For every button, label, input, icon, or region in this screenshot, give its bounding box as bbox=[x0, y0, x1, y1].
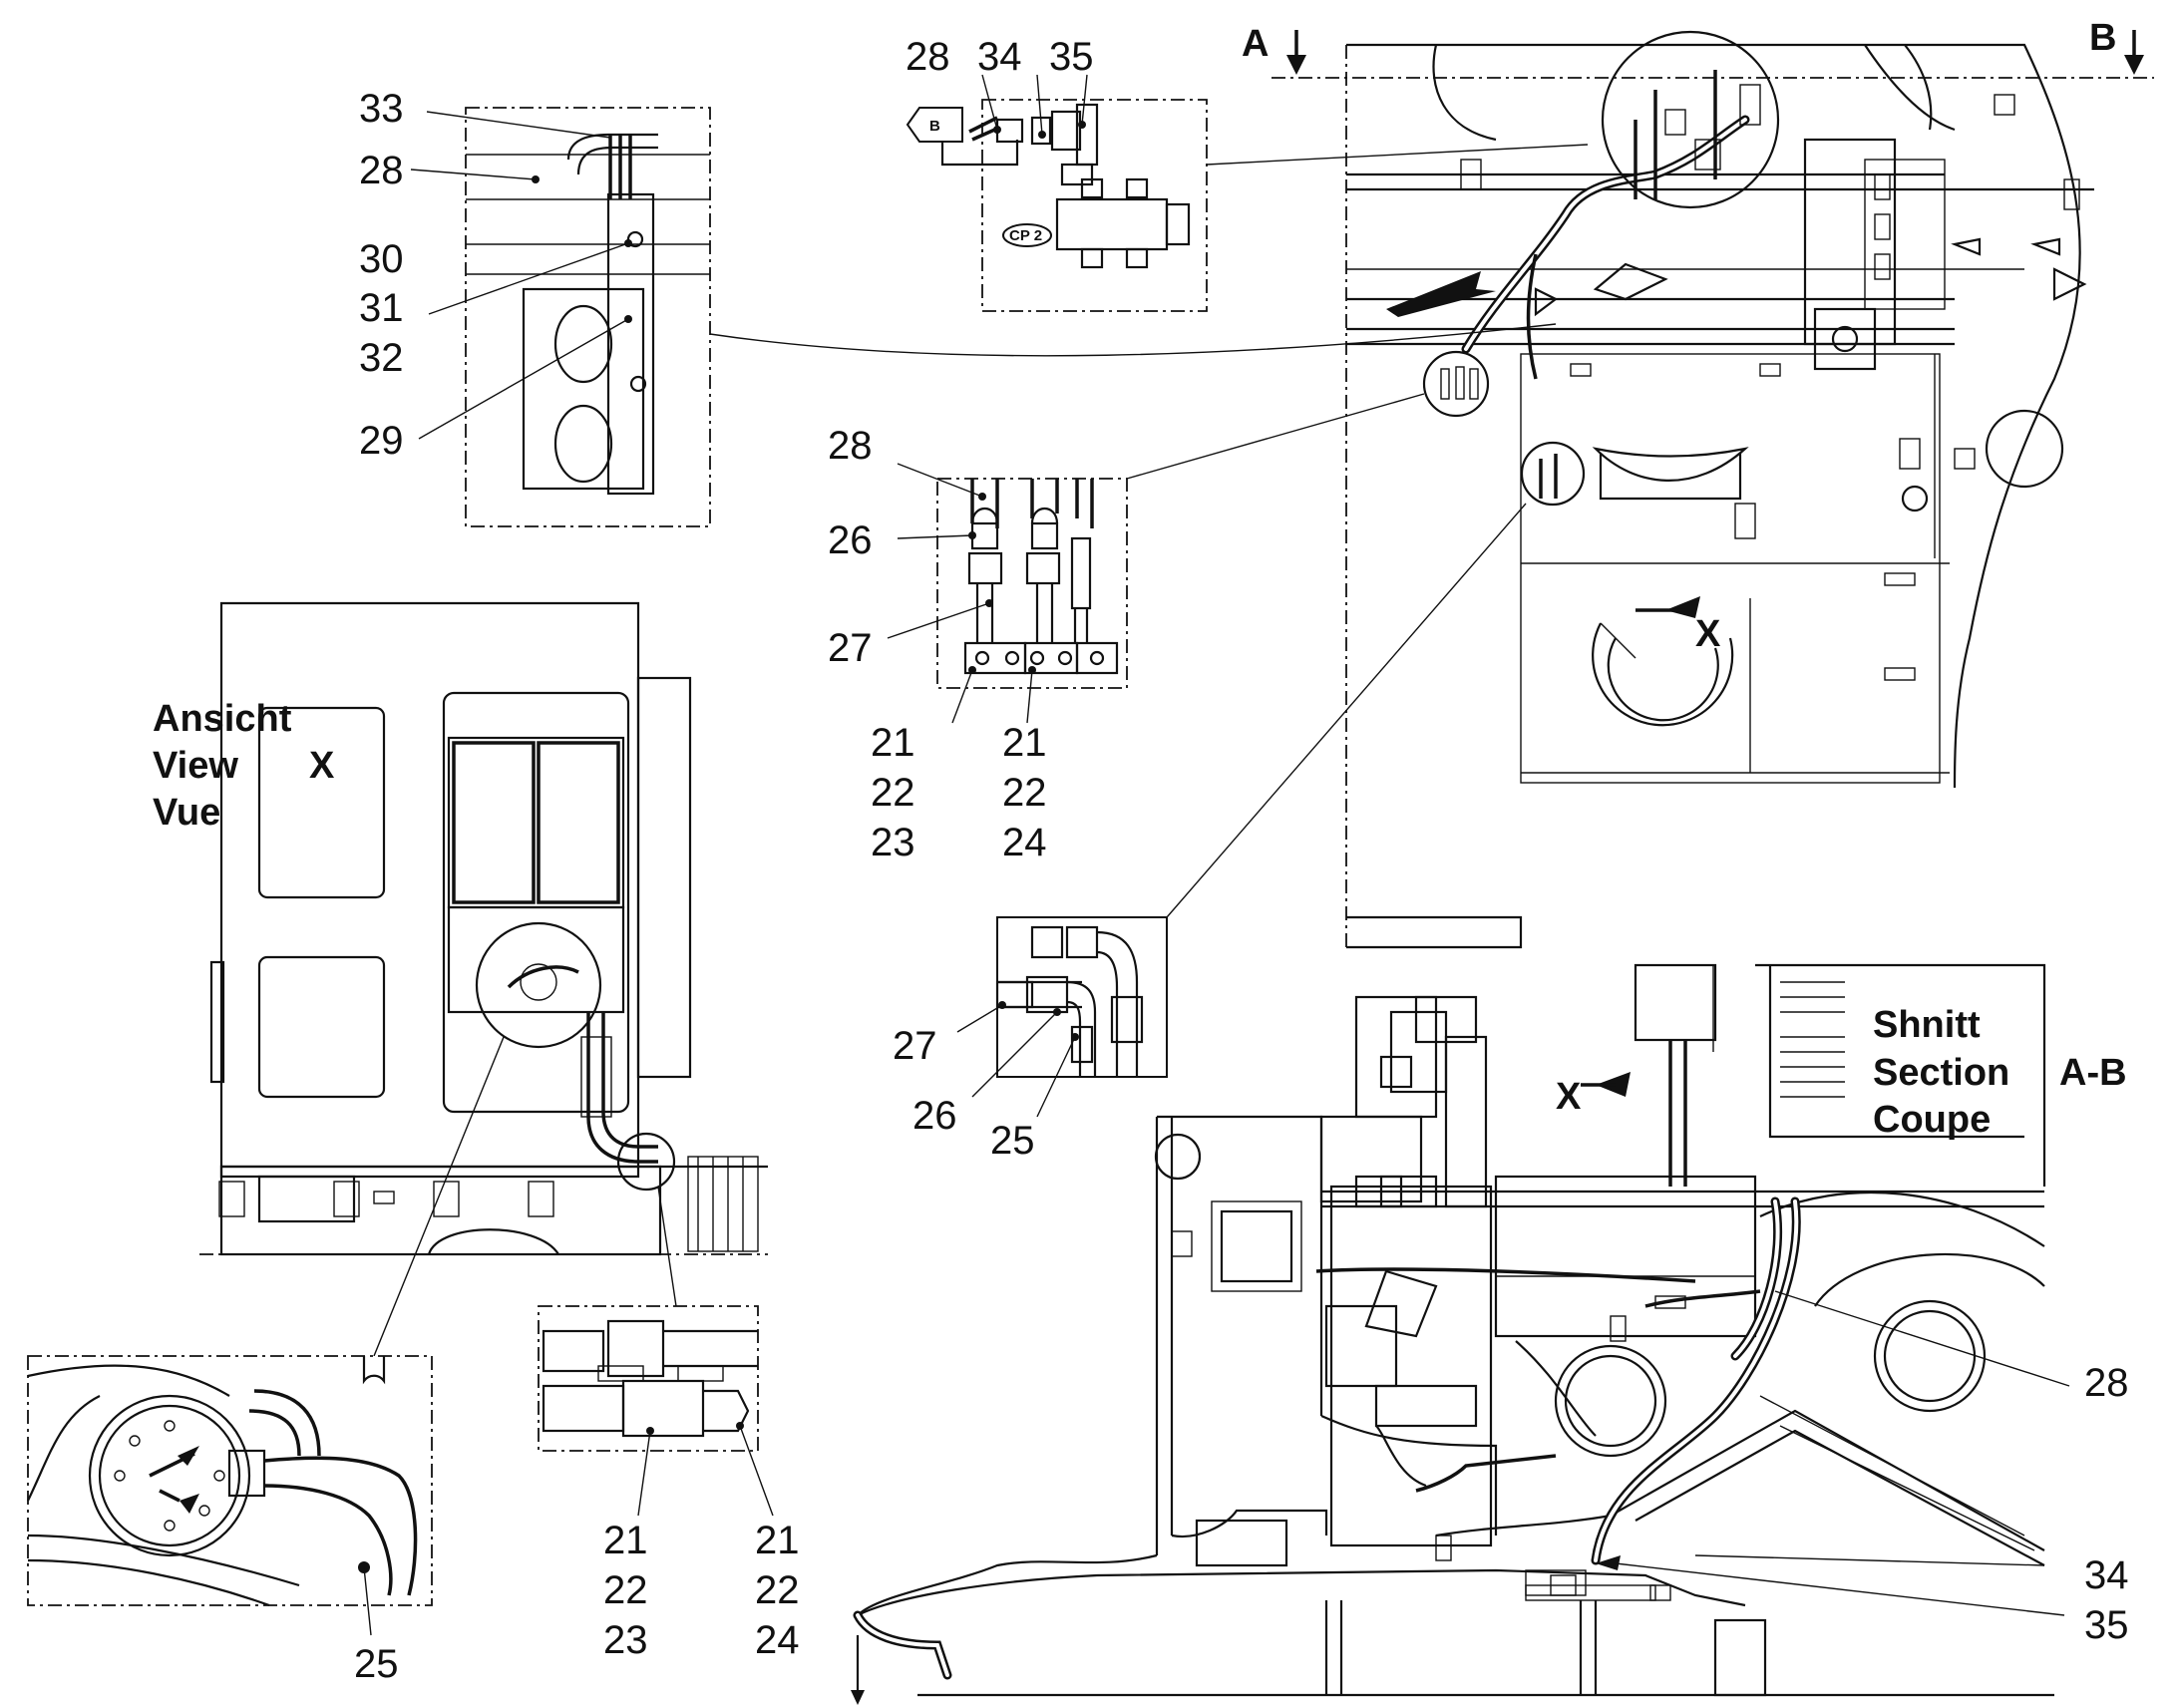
upper-right-machine-view: X bbox=[1272, 30, 2154, 949]
section-x-marker: X bbox=[1556, 1076, 1582, 1118]
detail-bottom-middle bbox=[538, 1305, 774, 1517]
section-marker-b: B bbox=[2089, 17, 2116, 59]
label-28-section: 28 bbox=[2084, 1361, 2129, 1405]
tag-b: B bbox=[929, 118, 940, 135]
label-21-middle-a: 21 bbox=[871, 721, 915, 765]
label-24-middle-b: 24 bbox=[1002, 821, 1047, 864]
label-31-top-left: 31 bbox=[359, 286, 404, 330]
label-21-bottom-middle-a: 21 bbox=[603, 1519, 648, 1562]
label-29-top-left: 29 bbox=[359, 419, 404, 463]
section-title-de: Shnitt bbox=[1873, 1004, 1981, 1046]
view-x-title-fr: Vue bbox=[153, 792, 220, 834]
label-26-middle: 26 bbox=[828, 518, 873, 562]
label-35-top-middle: 35 bbox=[1049, 35, 1094, 79]
view-x-letter: X bbox=[309, 745, 335, 787]
label-27-middle: 27 bbox=[828, 626, 873, 670]
label-25-bottom-left: 25 bbox=[354, 1642, 399, 1686]
label-21-middle-b: 21 bbox=[1002, 721, 1047, 765]
view-x-title-de: Ansicht bbox=[153, 698, 292, 740]
section-ab-drawing bbox=[851, 963, 2070, 1705]
label-27-lower-middle: 27 bbox=[893, 1024, 937, 1068]
detail-top-left bbox=[410, 107, 1557, 527]
view-x-title-en: View bbox=[153, 745, 238, 787]
label-30-top-left: 30 bbox=[359, 237, 404, 281]
label-32-top-left: 32 bbox=[359, 336, 404, 380]
label-33-top-left: 33 bbox=[359, 87, 404, 131]
label-24-bottom-middle-b: 24 bbox=[755, 1618, 800, 1662]
label-28-top-left: 28 bbox=[359, 149, 404, 192]
label-22-middle-b: 22 bbox=[1002, 771, 1047, 815]
label-28-top-middle: 28 bbox=[906, 35, 950, 79]
label-21-bottom-middle-b: 21 bbox=[755, 1519, 800, 1562]
detail-middle bbox=[887, 393, 1425, 724]
section-title-fr: Coupe bbox=[1873, 1099, 1991, 1141]
tag-cp2: CP 2 bbox=[1009, 227, 1042, 244]
upper-x-marker: X bbox=[1695, 613, 1721, 655]
label-22-middle-a: 22 bbox=[871, 771, 915, 815]
label-28-middle: 28 bbox=[828, 424, 873, 468]
label-22-bottom-middle-a: 22 bbox=[603, 1568, 648, 1612]
label-26-lower-middle: 26 bbox=[912, 1094, 957, 1138]
label-34-top-middle: 34 bbox=[977, 35, 1022, 79]
view-x-drawing bbox=[199, 601, 768, 1357]
section-title-en: Section bbox=[1873, 1052, 2009, 1094]
label-25-lower-middle: 25 bbox=[990, 1119, 1035, 1163]
section-title-code: A-B bbox=[2059, 1052, 2127, 1094]
label-34-section: 34 bbox=[2084, 1553, 2129, 1597]
label-35-section: 35 bbox=[2084, 1603, 2129, 1647]
label-23-bottom-middle-a: 23 bbox=[603, 1618, 648, 1662]
detail-bottom-left bbox=[27, 1355, 433, 1636]
label-23-middle-a: 23 bbox=[871, 821, 915, 864]
detail-lower-middle bbox=[956, 503, 1527, 1118]
section-marker-a: A bbox=[1242, 23, 1269, 65]
label-22-bottom-middle-b: 22 bbox=[755, 1568, 800, 1612]
detail-top-middle bbox=[906, 74, 1589, 312]
